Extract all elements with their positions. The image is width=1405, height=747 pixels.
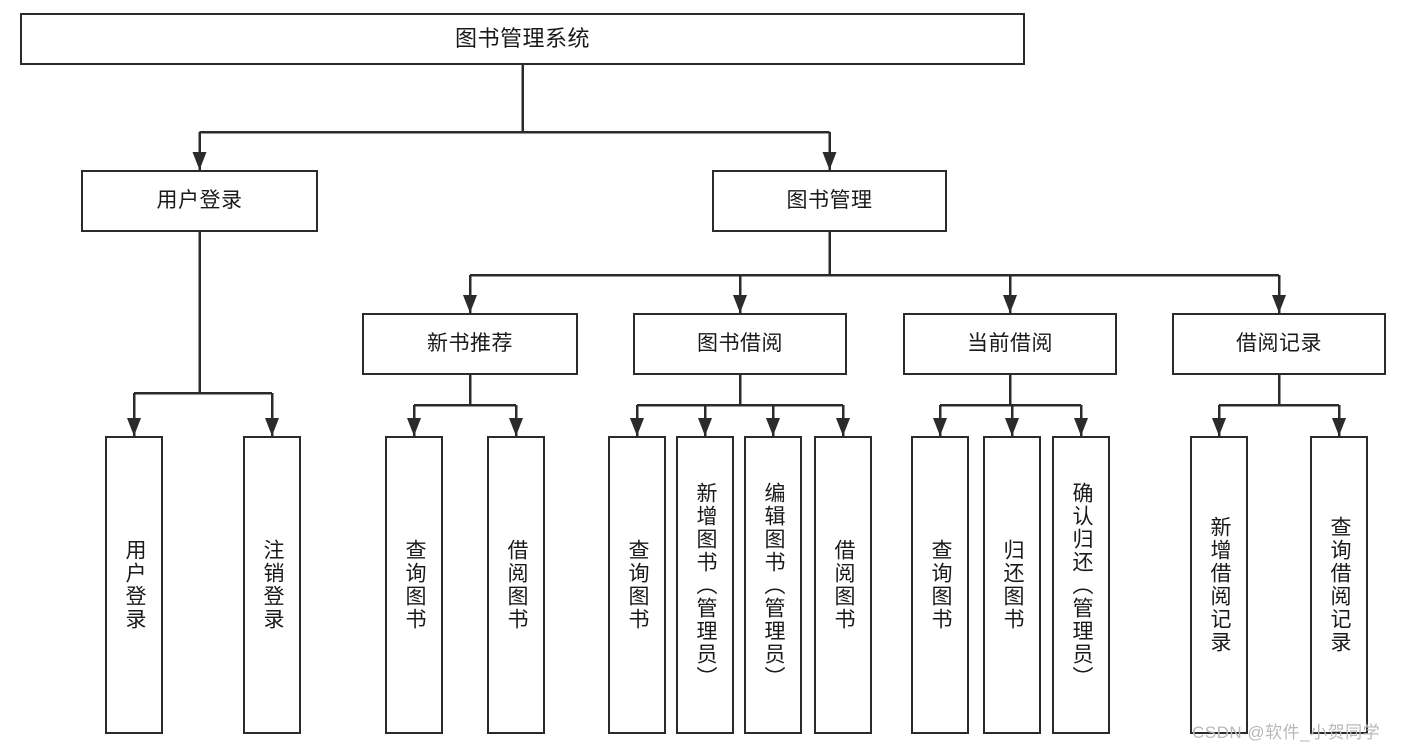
node-leaf-rec-borrow[interactable]: 借阅图书 bbox=[487, 436, 545, 734]
node-label: 图书借阅 bbox=[697, 331, 783, 355]
node-label: 查询图书 bbox=[403, 539, 427, 631]
node-root[interactable]: 图书管理系统 bbox=[20, 13, 1025, 65]
node-label: 新增借阅记录 bbox=[1208, 516, 1232, 654]
node-leaf-bb-add[interactable]: 新增图书（管理员） bbox=[676, 436, 734, 734]
node-leaf-cb-query[interactable]: 查询图书 bbox=[911, 436, 969, 734]
node-current-borrow[interactable]: 当前借阅 bbox=[903, 313, 1117, 375]
node-label: 查询借阅记录 bbox=[1328, 516, 1352, 654]
node-book-borrow[interactable]: 图书借阅 bbox=[633, 313, 847, 375]
node-label: 查询图书 bbox=[929, 539, 953, 631]
node-leaf-rec-query[interactable]: 查询图书 bbox=[385, 436, 443, 734]
node-label: 查询图书 bbox=[626, 539, 650, 631]
node-label: 编辑图书（管理员） bbox=[762, 481, 786, 689]
node-label: 借阅记录 bbox=[1236, 331, 1322, 355]
node-leaf-user-login[interactable]: 用户登录 bbox=[105, 436, 163, 734]
watermark: CSDN @软件_小贺同学 bbox=[1192, 723, 1381, 742]
node-leaf-br-query[interactable]: 查询借阅记录 bbox=[1310, 436, 1368, 734]
node-label: 注销登录 bbox=[261, 539, 285, 631]
node-label: 图书管理系统 bbox=[454, 26, 590, 52]
node-label: 新增图书（管理员） bbox=[694, 481, 718, 689]
node-label: 新书推荐 bbox=[427, 331, 513, 355]
node-label: 借阅图书 bbox=[832, 539, 856, 631]
node-label: 当前借阅 bbox=[967, 331, 1053, 355]
node-leaf-logout[interactable]: 注销登录 bbox=[243, 436, 301, 734]
node-borrow-record[interactable]: 借阅记录 bbox=[1172, 313, 1386, 375]
node-label: 用户登录 bbox=[156, 188, 243, 212]
node-leaf-cb-confirm[interactable]: 确认归还（管理员） bbox=[1052, 436, 1110, 734]
node-label: 借阅图书 bbox=[505, 539, 529, 631]
node-label: 图书管理 bbox=[786, 188, 873, 212]
node-leaf-bb-query[interactable]: 查询图书 bbox=[608, 436, 666, 734]
node-label: 确认归还（管理员） bbox=[1070, 481, 1094, 689]
node-leaf-br-add[interactable]: 新增借阅记录 bbox=[1190, 436, 1248, 734]
node-leaf-bb-borrow[interactable]: 借阅图书 bbox=[814, 436, 872, 734]
node-new-book-rec[interactable]: 新书推荐 bbox=[362, 313, 578, 375]
node-label: 归还图书 bbox=[1001, 539, 1025, 631]
node-book-manage[interactable]: 图书管理 bbox=[712, 170, 947, 232]
node-label: 用户登录 bbox=[123, 539, 147, 631]
node-user-login[interactable]: 用户登录 bbox=[81, 170, 318, 232]
node-leaf-cb-return[interactable]: 归还图书 bbox=[983, 436, 1041, 734]
node-leaf-bb-edit[interactable]: 编辑图书（管理员） bbox=[744, 436, 802, 734]
